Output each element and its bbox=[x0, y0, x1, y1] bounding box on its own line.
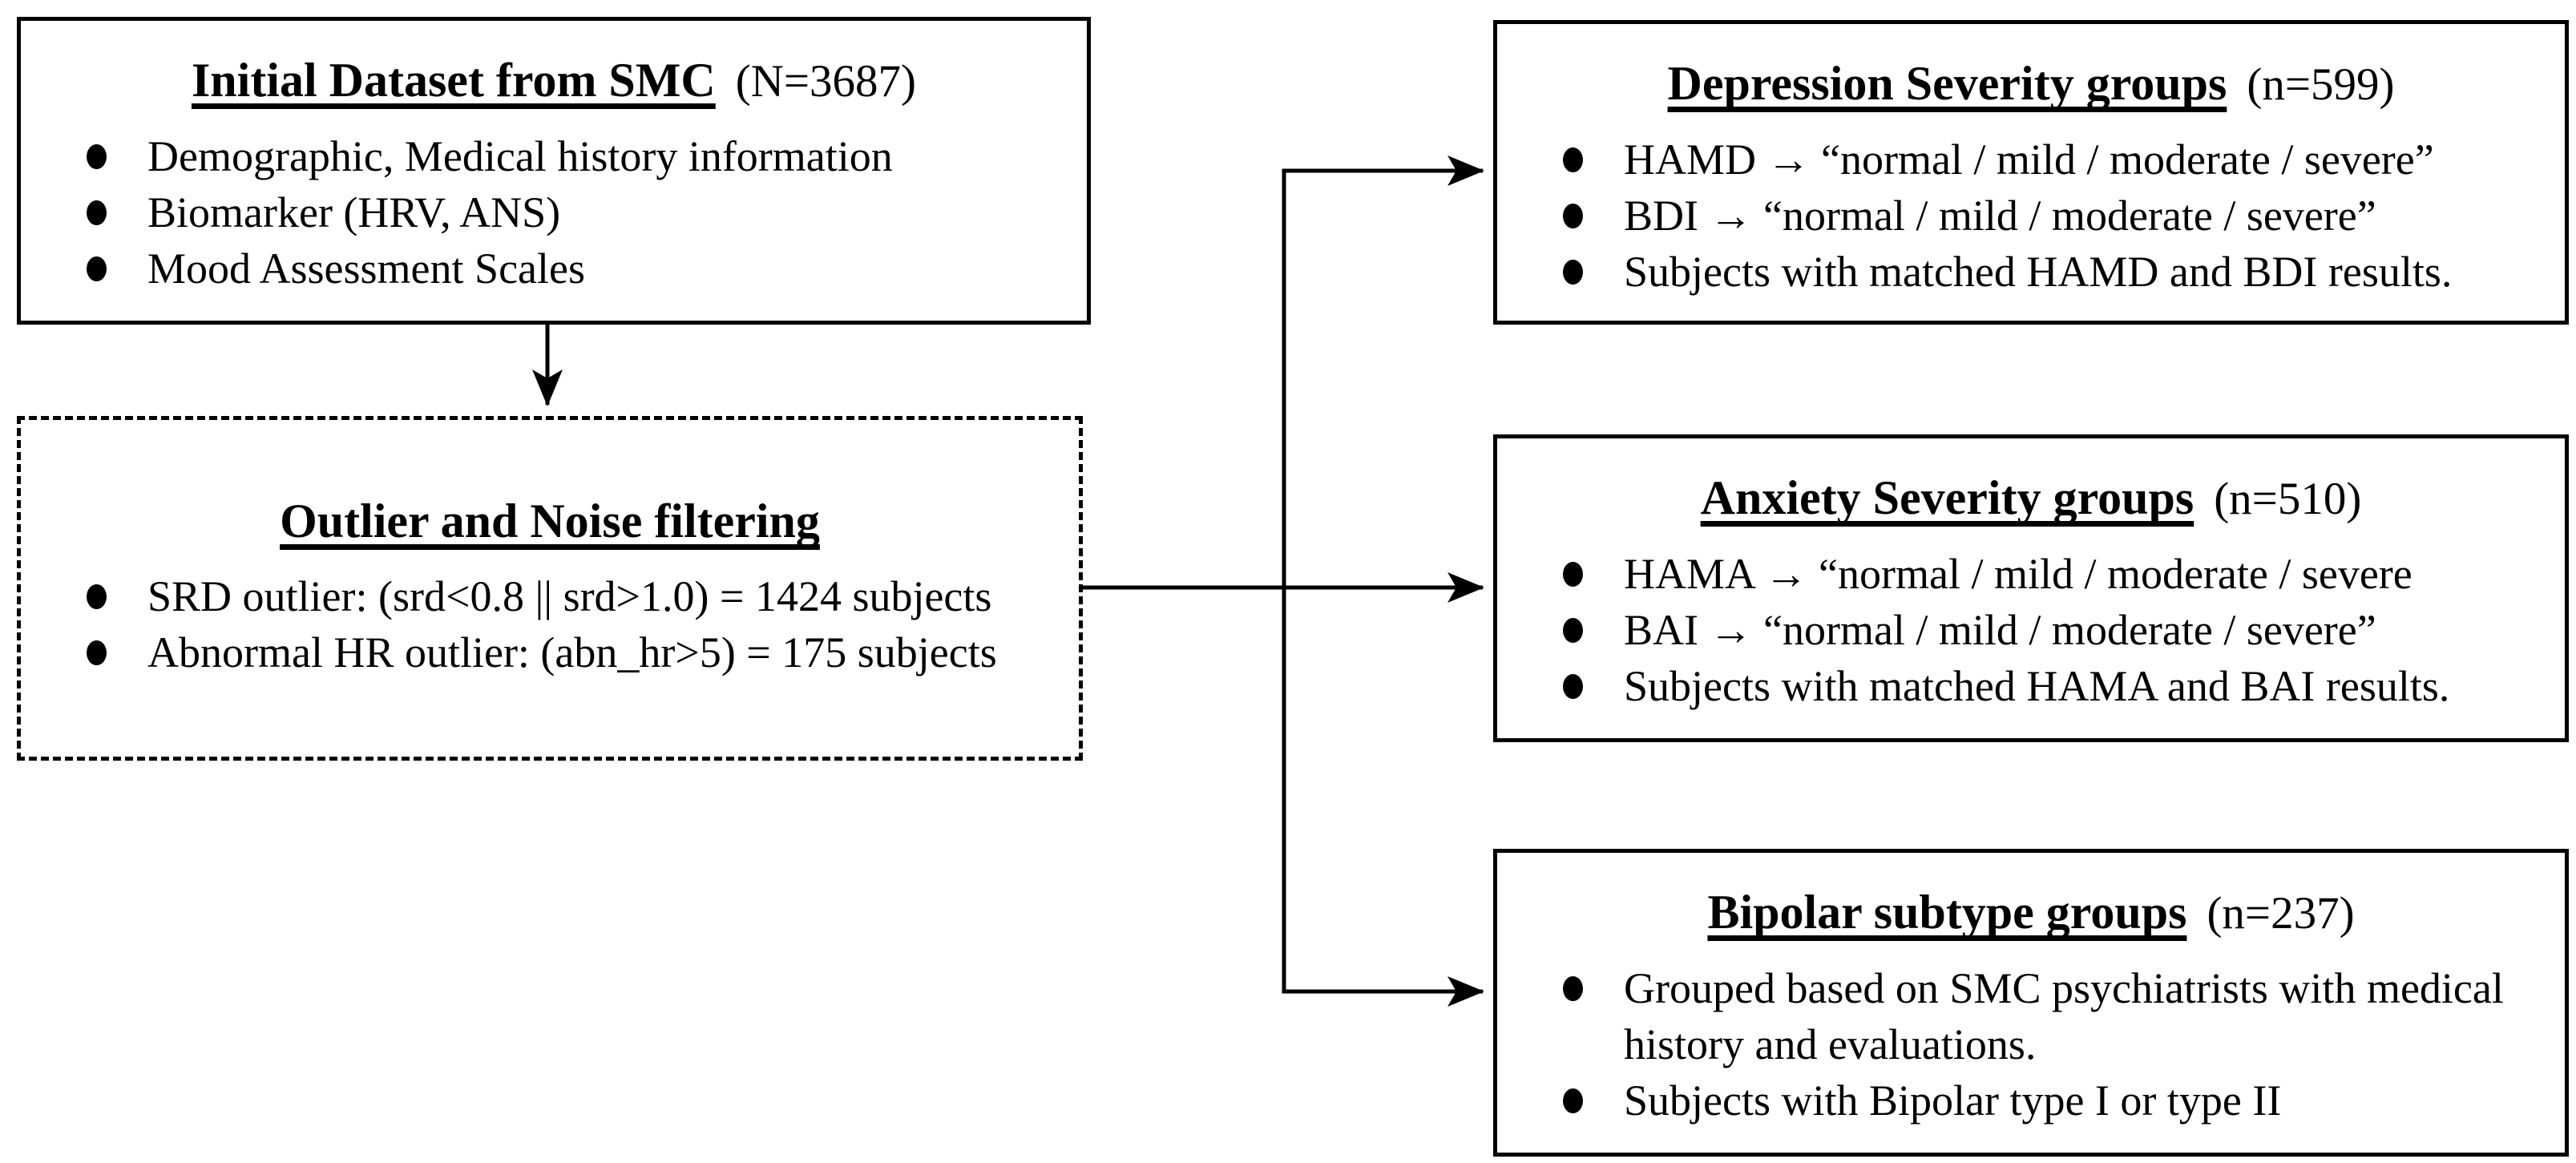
depression-groups-box: Depression Severity groups (n=599) HAMD … bbox=[1493, 20, 2569, 325]
bullet-item: BDI → “normal / mild / moderate / severe… bbox=[1521, 188, 2541, 244]
bullet-item: BAI → “normal / mild / moderate / severe… bbox=[1521, 602, 2541, 658]
depression-groups-bullets: HAMD → “normal / mild / moderate / sever… bbox=[1521, 131, 2541, 300]
bullet-item: SRD outlier: (srd<0.8 || srd>1.0) = 1424… bbox=[45, 568, 1055, 624]
initial-dataset-count: (N=3687) bbox=[735, 56, 917, 107]
bullet-item: Biomarker (HRV, ANS) bbox=[45, 184, 1063, 240]
outlier-filtering-bullets: SRD outlier: (srd<0.8 || srd>1.0) = 1424… bbox=[45, 568, 1055, 680]
outlier-filtering-box: Outlier and Noise filtering SRD outlier:… bbox=[17, 416, 1083, 761]
bipolar-groups-title: Bipolar subtype groups (n=237) bbox=[1521, 885, 2541, 941]
bipolar-groups-box: Bipolar subtype groups (n=237) Grouped b… bbox=[1493, 849, 2569, 1157]
initial-dataset-title-text: Initial Dataset from SMC bbox=[191, 54, 716, 107]
bullet-item: Subjects with matched HAMA and BAI resul… bbox=[1521, 658, 2541, 714]
depression-groups-title-text: Depression Severity groups bbox=[1667, 57, 2227, 110]
bullet-item: HAMA → “normal / mild / moderate / sever… bbox=[1521, 546, 2541, 602]
bipolar-groups-bullets: Grouped based on SMC psychiatrists with … bbox=[1521, 960, 2541, 1129]
anxiety-groups-bullets: HAMA → “normal / mild / moderate / sever… bbox=[1521, 546, 2541, 714]
bullet-item: Grouped based on SMC psychiatrists with … bbox=[1521, 960, 2541, 1072]
anxiety-groups-box: Anxiety Severity groups (n=510) HAMA → “… bbox=[1493, 434, 2569, 742]
bipolar-groups-count: (n=237) bbox=[2207, 888, 2355, 939]
initial-dataset-box: Initial Dataset from SMC (N=3687) Demogr… bbox=[17, 17, 1091, 325]
bullet-item: HAMD → “normal / mild / moderate / sever… bbox=[1521, 131, 2541, 188]
initial-dataset-bullets: Demographic, Medical history information… bbox=[45, 128, 1063, 297]
bullet-item: Subjects with Bipolar type I or type II bbox=[1521, 1072, 2541, 1129]
depression-groups-title: Depression Severity groups (n=599) bbox=[1521, 56, 2541, 112]
depression-groups-count: (n=599) bbox=[2247, 59, 2395, 110]
outlier-filtering-title-text: Outlier and Noise filtering bbox=[280, 495, 820, 547]
bullet-item: Subjects with matched HAMD and BDI resul… bbox=[1521, 244, 2541, 300]
bipolar-groups-title-text: Bipolar subtype groups bbox=[1707, 886, 2187, 939]
bullet-item: Abnormal HR outlier: (abn_hr>5) = 175 su… bbox=[45, 624, 1055, 680]
bullet-item: Mood Assessment Scales bbox=[45, 240, 1063, 297]
anxiety-groups-title-text: Anxiety Severity groups bbox=[1700, 471, 2194, 524]
anxiety-groups-count: (n=510) bbox=[2214, 474, 2362, 524]
outlier-filtering-title: Outlier and Noise filtering bbox=[45, 494, 1055, 549]
bullet-item: Demographic, Medical history information bbox=[45, 128, 1063, 184]
initial-dataset-title: Initial Dataset from SMC (N=3687) bbox=[45, 53, 1063, 109]
anxiety-groups-title: Anxiety Severity groups (n=510) bbox=[1521, 470, 2541, 527]
